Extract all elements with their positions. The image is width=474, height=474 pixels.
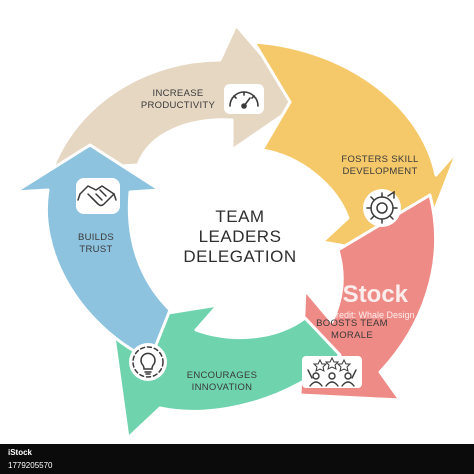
team-celebration-icon [302,356,362,388]
innovation-label-line-2: INNOVATION [192,382,253,393]
morale-label-line-1: BOOSTS TEAM [316,318,388,329]
footer-logo: iStock [8,448,33,457]
segment-encourages-innovation [110,303,342,440]
skill-label-line-2: DEVELOPMENT [342,166,417,177]
center-title-line-2: LEADERS [199,227,282,246]
speedometer-icon [224,84,264,114]
productivity-label-line-2: PRODUCTIVITY [141,100,216,111]
segment-increase-productivity [50,23,304,172]
center-title-line-1: TEAM [215,207,264,226]
footer-bar [0,444,474,474]
gear-skill-icon [363,189,401,227]
productivity-label-line-1: INCREASE [153,88,204,99]
trust-label-line-1: BUILDS [78,232,114,243]
center-title-line-3: DELEGATION [183,247,296,266]
segment-builds-trust [13,143,172,362]
morale-label-line-2: MORALE [331,330,373,341]
footer-image-id: 1779205570 [8,461,53,470]
trust-label-line-2: TRUST [79,244,112,255]
innovation-label-line-1: ENCOURAGES [187,370,258,381]
lightbulb-gear-icon [129,343,167,381]
handshake-icon [76,178,120,214]
skill-label-line-1: FOSTERS SKILL [341,154,418,165]
watermark-brand: iStock [336,281,409,308]
segment-fosters-skill-development [252,40,460,260]
watermark-credit: Credit: Whale Design [329,310,414,320]
